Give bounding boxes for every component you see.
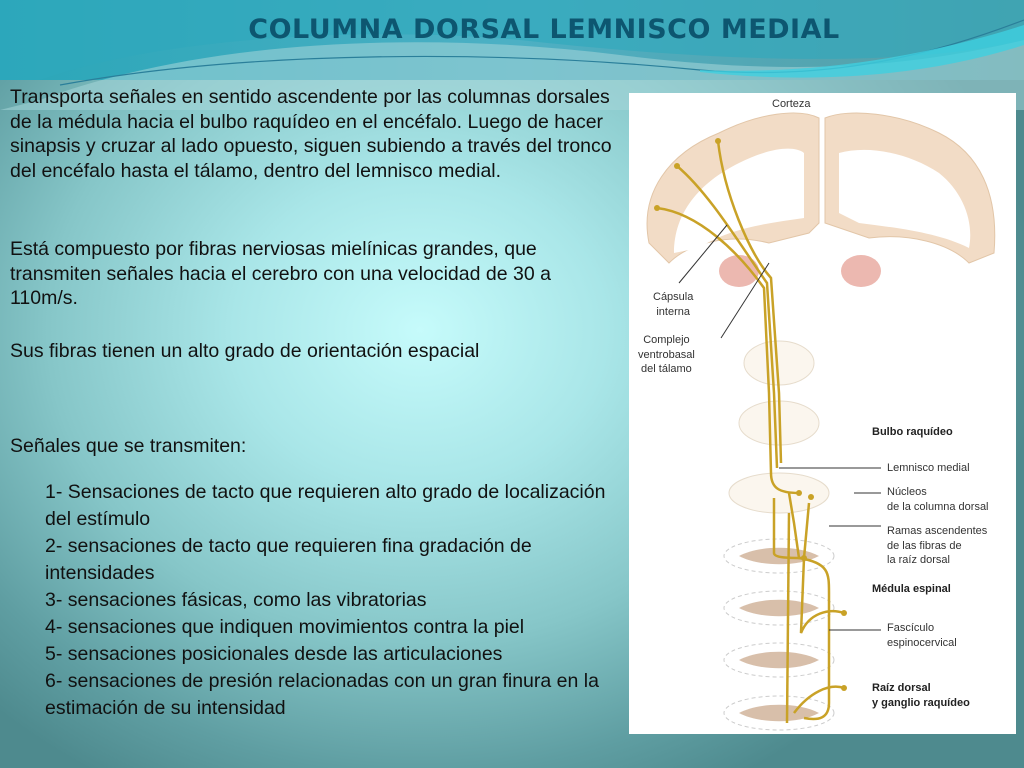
label-line: Complejo	[643, 334, 690, 346]
label-line: Fascículo	[887, 622, 935, 634]
label-line: Raíz dorsal	[872, 682, 931, 694]
label-line: de las fibras de	[887, 539, 962, 552]
label-raiz-dorsal: Raíz dorsal y ganglio raquídeo	[872, 681, 970, 710]
list-item: 4- sensaciones que indiquen movimientos …	[45, 616, 525, 638]
label-bulbo-raquideo: Bulbo raquídeo	[872, 426, 953, 438]
dorsal-column-pathway-figure: Corteza Cápsula interna Complejo ventrob…	[629, 93, 1016, 734]
label-line: Núcleos	[887, 486, 927, 498]
signals-list: 1- Sensaciones de tacto que requieren al…	[45, 479, 630, 722]
label-line: interna	[656, 305, 690, 318]
label-line: Ramas ascendentes	[887, 525, 988, 537]
list-item: 3- sensaciones fásicas, como las vibrato…	[45, 589, 427, 611]
slide-title: COLUMNA DORSAL LEMNISCO MEDIAL	[248, 14, 840, 45]
label-medula-espinal: Médula espinal	[872, 583, 951, 595]
paragraph-orientation: Sus fibras tienen un alto grado de orien…	[10, 340, 480, 362]
signals-heading: Señales que se transmiten:	[10, 435, 247, 457]
label-line: del tálamo	[641, 363, 692, 375]
label-ramas-ascendentes: Ramas ascendentes de las fibras de la ra…	[887, 524, 987, 568]
label-capsula-interna: Cápsula interna	[653, 290, 693, 319]
list-item: 5- sensaciones posicionales desde las ar…	[45, 643, 503, 665]
paragraph-description: Transporta señales en sentido ascendente…	[10, 86, 612, 182]
list-item: 2- sensaciones de tacto que requieren fi…	[45, 535, 532, 584]
label-line: la raíz dorsal	[887, 554, 950, 566]
label-corteza: Corteza	[772, 98, 811, 110]
label-nucleos-columna-dorsal: Núcleos de la columna dorsal	[887, 485, 989, 514]
list-item: 6- sensaciones de presión relacionadas c…	[45, 670, 599, 719]
list-item: 1- Sensaciones de tacto que requieren al…	[45, 481, 606, 530]
label-line: y ganglio raquídeo	[872, 696, 970, 709]
label-line: ventrobasal	[638, 348, 695, 361]
pathway-illustration	[646, 112, 996, 731]
label-line: de la columna dorsal	[887, 500, 989, 513]
label-lemnisco-medial: Lemnisco medial	[887, 462, 970, 474]
label-complejo-ventrobasal: Complejo ventrobasal del tálamo	[638, 333, 695, 377]
label-line: Cápsula	[653, 291, 694, 303]
label-line: espinocervical	[887, 636, 957, 649]
paragraph-composition: Está compuesto por fibras nerviosas miel…	[10, 238, 551, 310]
header-swoosh-decoration	[0, 0, 1024, 110]
label-fasciculo-espinocervical: Fascículo espinocervical	[887, 621, 957, 650]
